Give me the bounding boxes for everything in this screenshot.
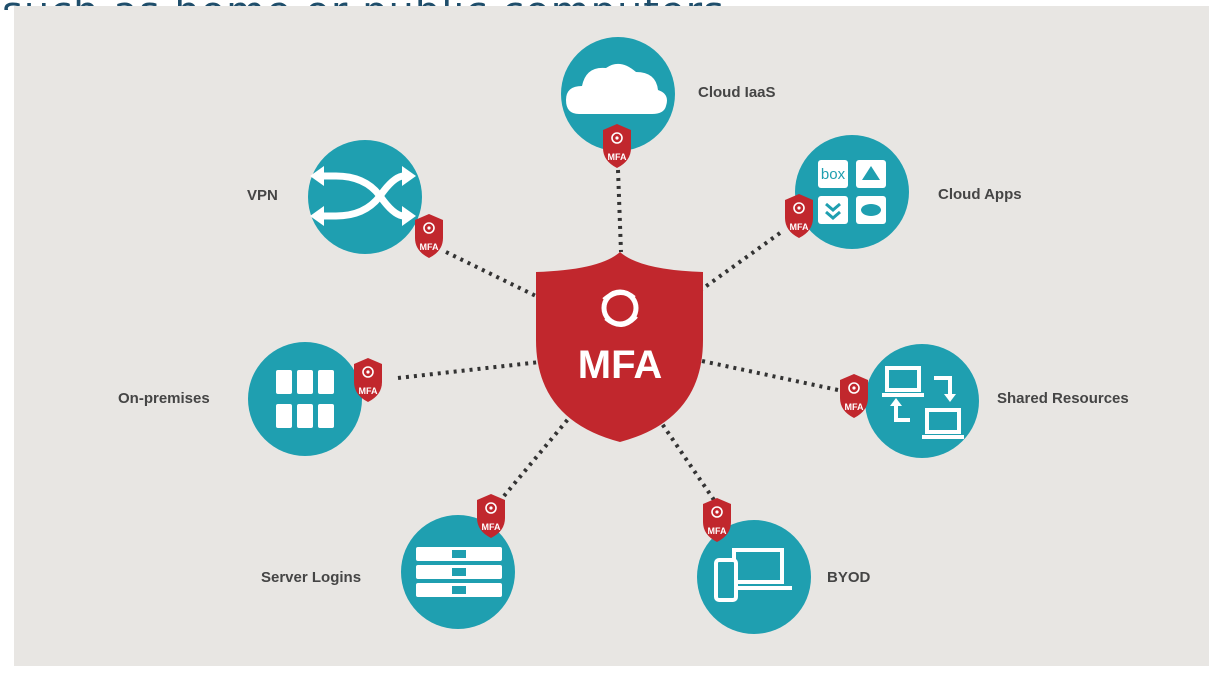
node-cloud-apps: box MFA Cloud Apps	[784, 135, 1022, 249]
connector-server-logins	[502, 410, 576, 498]
connector-shared-resources	[687, 356, 839, 392]
connector-byod	[652, 410, 716, 502]
devices-icon	[714, 548, 792, 602]
node-label: Cloud IaaS	[698, 84, 776, 101]
node-cloud-iaas: MFA Cloud IaaS	[561, 37, 776, 169]
node-label: Shared Resources	[997, 390, 1129, 407]
node-label: VPN	[247, 187, 278, 204]
hub-logo-icon	[601, 289, 639, 327]
connector-cloud-iaas	[616, 169, 623, 253]
hub-label: MFA	[578, 343, 662, 387]
node-vpn: MFA VPN	[247, 140, 444, 259]
connector-on-premises	[397, 360, 541, 380]
badge-label: MFA	[359, 386, 378, 396]
connector-vpn	[445, 250, 541, 300]
node-label: On-premises	[118, 390, 210, 407]
server-stack-icon	[416, 547, 502, 597]
mfa-hub-shield: MFA	[536, 252, 703, 442]
node-byod: MFA BYOD	[697, 497, 871, 634]
node-on-premises: MFA On-premises	[118, 342, 383, 456]
badge-label: MFA	[608, 152, 627, 162]
badge-label: MFA	[420, 242, 439, 252]
node-label: Cloud Apps	[938, 186, 1022, 203]
badge-label: MFA	[790, 222, 809, 232]
badge-label: MFA	[708, 526, 727, 536]
badge-label: MFA	[845, 402, 864, 412]
node-server-logins: MFA Server Logins	[261, 493, 515, 629]
overlay-caption-text: such as home or public computers	[2, 0, 1202, 10]
node-shared-resources: MFA Shared Resources	[839, 344, 1129, 458]
node-label: BYOD	[827, 569, 871, 586]
crossing-arrows-icon	[318, 172, 408, 220]
badge-label: MFA	[482, 522, 501, 532]
shield-icon	[536, 252, 703, 442]
node-label: Server Logins	[261, 569, 361, 586]
app-grid-icon: box	[818, 160, 886, 224]
server-racks-icon	[276, 370, 334, 428]
laptops-sync-icon	[882, 366, 964, 439]
connector-lines	[397, 169, 839, 502]
connector-cloud-apps	[696, 231, 782, 294]
cloud-icon	[566, 63, 667, 114]
app-tile-label: box	[821, 166, 846, 183]
